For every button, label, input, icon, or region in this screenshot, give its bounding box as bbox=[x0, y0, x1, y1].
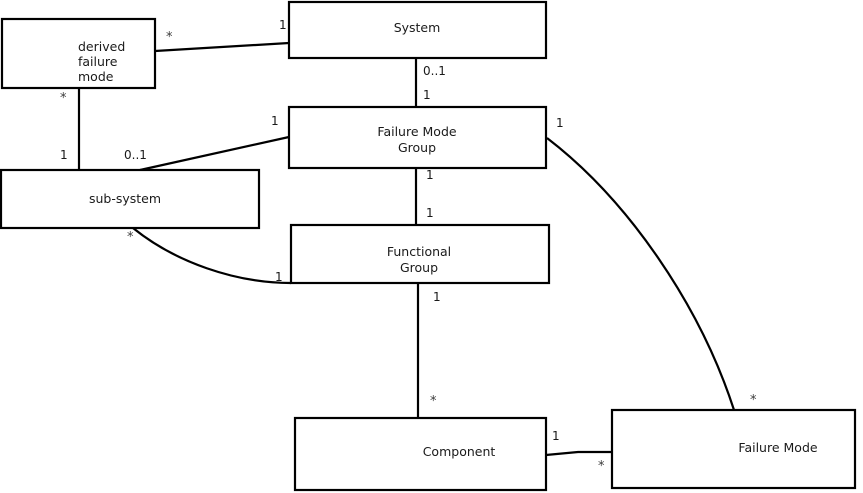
multiplicity-subsystem-up-one: 1 bbox=[60, 148, 68, 162]
class-box-failure-mode-group[interactable] bbox=[287, 105, 548, 170]
multiplicity-system-down-zero-or-one: 0..1 bbox=[423, 64, 446, 78]
multiplicity-failure-mode-group-up-one: 1 bbox=[423, 88, 431, 102]
multiplicity-functional-group-up-one: 1 bbox=[426, 206, 434, 220]
multiplicity-derived-down-star: * bbox=[60, 91, 67, 106]
class-label-component: Component bbox=[423, 444, 496, 459]
multiplicity-failure-mode-left-star: * bbox=[598, 459, 605, 474]
association-subsystem-to-failure-mode-group[interactable] bbox=[139, 135, 290, 172]
multiplicity-derived-system-star: * bbox=[166, 30, 173, 45]
multiplicity-failure-mode-group-right-one: 1 bbox=[556, 116, 564, 130]
class-label-functional-group-line2: Group bbox=[400, 260, 438, 275]
multiplicity-failure-mode-group-down-one: 1 bbox=[426, 168, 434, 182]
class-label-functional-group-line1: Functional bbox=[387, 244, 451, 259]
class-label-failure-mode: Failure Mode bbox=[738, 440, 817, 455]
multiplicity-functional-group-left-one: 1 bbox=[275, 270, 283, 284]
multiplicity-component-up-star: * bbox=[430, 394, 437, 409]
multiplicity-system-left-one: 1 bbox=[279, 18, 287, 32]
class-box-system[interactable] bbox=[287, 0, 548, 60]
class-label-system: System bbox=[394, 20, 441, 35]
class-labels: derived failure mode System Failure Mode… bbox=[78, 20, 818, 459]
association-component-to-failure-mode[interactable] bbox=[545, 450, 612, 457]
class-label-failure-mode-group-line1: Failure Mode bbox=[377, 124, 456, 139]
class-label-sub-system: sub-system bbox=[89, 191, 161, 206]
multiplicity-failure-mode-top-star: * bbox=[750, 393, 757, 408]
class-label-derived-failure-mode-line1: derived bbox=[78, 39, 125, 54]
class-box-component[interactable] bbox=[293, 416, 548, 492]
multiplicity-subsystem-top-zero-or-one: 0..1 bbox=[124, 148, 147, 162]
association-failure-mode-group-to-failure-mode[interactable] bbox=[546, 137, 736, 411]
class-box-derived-failure-mode[interactable] bbox=[0, 17, 157, 90]
class-label-failure-mode-group-line2: Group bbox=[398, 140, 436, 155]
class-box-sub-system[interactable] bbox=[0, 168, 261, 230]
class-box-functional-group[interactable] bbox=[289, 223, 551, 285]
multiplicity-labels: * 1 * 1 0..1 1 1 0..1 1 1 1 * 1 1 * 1 * … bbox=[60, 18, 757, 474]
association-derived-to-system[interactable] bbox=[154, 41, 290, 53]
multiplicity-functional-group-down-one: 1 bbox=[433, 290, 441, 304]
multiplicity-component-right-one: 1 bbox=[552, 429, 560, 443]
multiplicity-failure-mode-group-left-one: 1 bbox=[271, 114, 279, 128]
multiplicity-subsystem-down-star: * bbox=[127, 230, 134, 245]
association-subsystem-to-functional-group[interactable] bbox=[132, 227, 292, 285]
class-label-derived-failure-mode-line3: mode bbox=[78, 69, 114, 84]
class-box-failure-mode[interactable] bbox=[610, 408, 857, 490]
class-label-derived-failure-mode-line2: failure bbox=[78, 54, 118, 69]
association-lines bbox=[77, 41, 736, 457]
